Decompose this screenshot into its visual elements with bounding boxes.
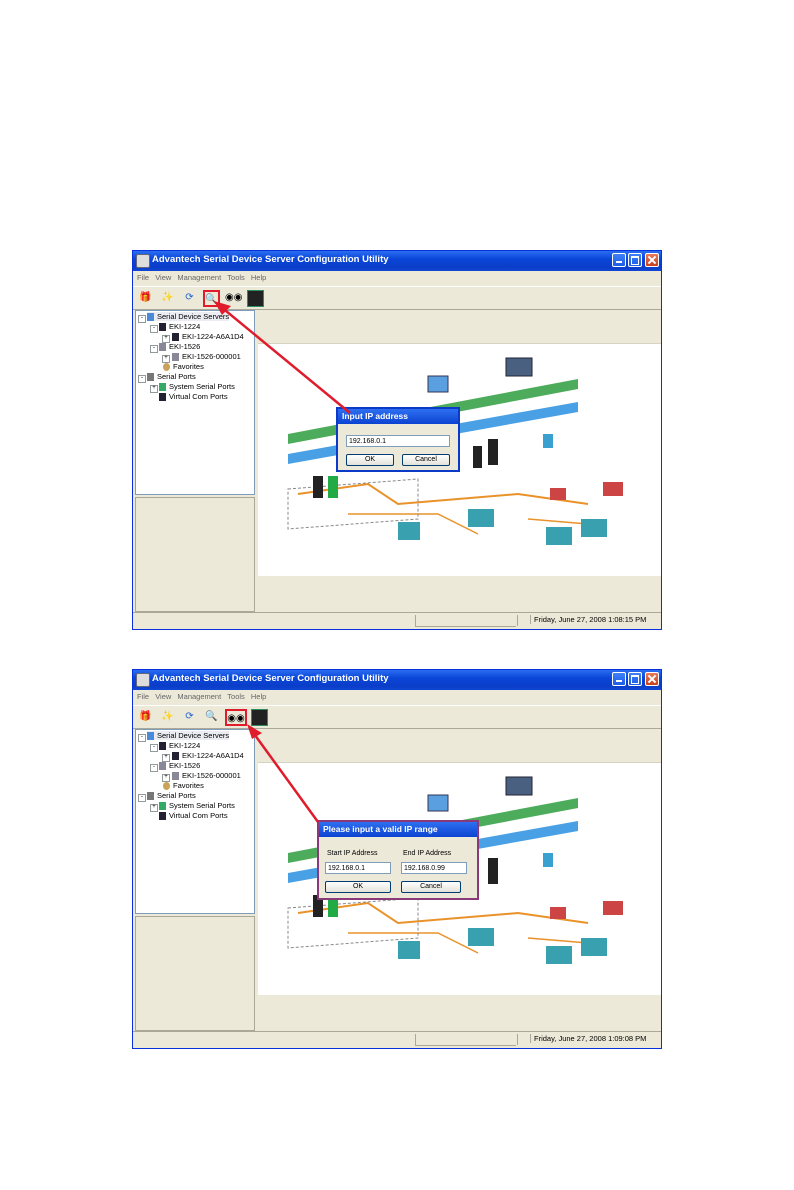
refresh-icon[interactable]: ⟳ — [185, 292, 194, 303]
expand-toggle[interactable]: + — [162, 754, 170, 762]
tree-item-system-serial-ports[interactable]: System Serial Ports — [159, 382, 235, 392]
minimize-button[interactable] — [612, 672, 626, 686]
ok-button[interactable]: OK — [325, 881, 391, 893]
minimize-button[interactable] — [612, 253, 626, 267]
menu-bar: File View Management Tools Help — [133, 690, 661, 704]
status-bar: Friday, June 27, 2008 1:08:15 PM — [133, 612, 661, 629]
menu-management[interactable]: Management — [177, 692, 222, 701]
status-time: Friday, June 27, 2008 1:08:15 PM — [530, 615, 646, 624]
tree-item-favorites[interactable]: Favorites — [163, 362, 204, 372]
info-pane — [135, 916, 255, 1031]
window-title: Advantech Serial Device Server Configura… — [152, 254, 389, 265]
status-panel — [517, 615, 526, 626]
menu-bar: File View Management Tools Help — [133, 271, 661, 285]
collapse-toggle[interactable]: - — [138, 794, 146, 802]
locate-icon[interactable]: ✨ — [161, 292, 174, 303]
end-ip-input[interactable]: 192.168.0.99 — [401, 862, 467, 874]
tree-item-favorites[interactable]: Favorites — [163, 781, 204, 791]
collapse-toggle[interactable]: - — [150, 744, 158, 752]
close-button[interactable] — [645, 253, 659, 267]
window-title: Advantech Serial Device Server Configura… — [152, 673, 389, 684]
status-panel — [415, 1034, 516, 1046]
tree-item-eki-1526[interactable]: EKI-1526 — [159, 761, 200, 771]
tree-item-serial-device-servers[interactable]: Serial Device Servers — [147, 731, 230, 741]
menu-file[interactable]: File — [137, 273, 150, 282]
device-icon[interactable] — [247, 290, 264, 307]
tree-item-serial-ports[interactable]: Serial Ports — [147, 791, 196, 801]
app-icon — [136, 254, 150, 268]
menu-help[interactable]: Help — [250, 692, 267, 701]
tree-item-eki-1526[interactable]: EKI-1526 — [159, 342, 200, 352]
cancel-button[interactable]: Cancel — [401, 881, 461, 893]
tree-item-serial-ports[interactable]: Serial Ports — [147, 372, 196, 382]
search-range-icon[interactable]: ◉◉ — [225, 709, 247, 726]
tree-item-virtual-com-ports[interactable]: Virtual Com Ports — [159, 392, 228, 402]
tree-item-eki-1224-device[interactable]: EKI-1224-A6A1D4 — [172, 751, 244, 761]
expand-toggle[interactable]: + — [162, 335, 170, 343]
menu-tools[interactable]: Tools — [227, 692, 245, 701]
title-bar[interactable]: Advantech Serial Device Server Configura… — [133, 670, 661, 690]
status-panel — [415, 615, 516, 627]
expand-toggle[interactable]: + — [162, 774, 170, 782]
start-ip-label: Start IP Address — [327, 850, 378, 857]
tree-item-eki-1526-device[interactable]: EKI-1526-000001 — [172, 352, 241, 362]
collapse-toggle[interactable]: - — [150, 345, 158, 353]
detail-header — [258, 729, 661, 763]
menu-view[interactable]: View — [155, 273, 172, 282]
dialog-title[interactable]: Please input a valid IP range — [319, 822, 477, 837]
expand-toggle[interactable]: + — [162, 355, 170, 363]
ip-address-input[interactable]: 192.168.0.1 — [346, 435, 450, 447]
search-icon[interactable]: 🔍 — [203, 290, 220, 307]
toolbar: 🎁 ✨ ⟳ 🔍 ◉◉ — [133, 705, 661, 729]
info-pane — [135, 497, 255, 612]
app-icon — [136, 673, 150, 687]
tree-item-eki-1224-device[interactable]: EKI-1224-A6A1D4 — [172, 332, 244, 342]
cancel-button[interactable]: Cancel — [402, 454, 450, 466]
expand-toggle[interactable]: + — [150, 385, 158, 393]
dialog-title[interactable]: Input IP address — [338, 409, 458, 424]
add-device-icon[interactable]: 🎁 — [139, 711, 152, 722]
ok-button[interactable]: OK — [346, 454, 394, 466]
device-tree: - Serial Device Servers - EKI-1224 + EKI… — [135, 310, 255, 495]
add-device-icon[interactable]: 🎁 — [139, 292, 152, 303]
ip-range-dialog: Please input a valid IP range Start IP A… — [317, 820, 479, 900]
maximize-button[interactable] — [628, 253, 642, 267]
status-bar: Friday, June 27, 2008 1:09:08 PM — [133, 1031, 661, 1048]
search-icon[interactable]: 🔍 — [205, 711, 218, 722]
toolbar: 🎁 ✨ ⟳ 🔍 ◉◉ — [133, 286, 661, 310]
collapse-toggle[interactable]: - — [150, 764, 158, 772]
menu-file[interactable]: File — [137, 692, 150, 701]
start-ip-input[interactable]: 192.168.0.1 — [325, 862, 391, 874]
collapse-toggle[interactable]: - — [138, 315, 146, 323]
end-ip-label: End IP Address — [403, 850, 452, 857]
tree-item-eki-1224[interactable]: EKI-1224 — [159, 322, 200, 332]
expand-toggle[interactable]: + — [150, 804, 158, 812]
collapse-toggle[interactable]: - — [150, 325, 158, 333]
utility-window-2: Advantech Serial Device Server Configura… — [132, 669, 662, 1049]
maximize-button[interactable] — [628, 672, 642, 686]
status-time: Friday, June 27, 2008 1:09:08 PM — [530, 1034, 646, 1043]
menu-help[interactable]: Help — [250, 273, 267, 282]
input-ip-dialog: Input IP address 192.168.0.1 OK Cancel — [336, 407, 460, 472]
detail-header — [258, 310, 661, 344]
device-tree: - Serial Device Servers - EKI-1224 + EKI… — [135, 729, 255, 914]
collapse-toggle[interactable]: - — [138, 734, 146, 742]
utility-window-1: Advantech Serial Device Server Configura… — [132, 250, 662, 630]
device-icon[interactable] — [251, 709, 268, 726]
menu-tools[interactable]: Tools — [227, 273, 245, 282]
close-button[interactable] — [645, 672, 659, 686]
menu-view[interactable]: View — [155, 692, 172, 701]
tree-item-eki-1224[interactable]: EKI-1224 — [159, 741, 200, 751]
tree-item-eki-1526-device[interactable]: EKI-1526-000001 — [172, 771, 241, 781]
refresh-icon[interactable]: ⟳ — [185, 711, 194, 722]
search-range-icon[interactable]: ◉◉ — [225, 292, 243, 303]
status-panel — [517, 1034, 526, 1045]
locate-icon[interactable]: ✨ — [161, 711, 174, 722]
menu-management[interactable]: Management — [177, 273, 222, 282]
collapse-toggle[interactable]: - — [138, 375, 146, 383]
tree-item-serial-device-servers[interactable]: Serial Device Servers — [147, 312, 230, 322]
tree-item-system-serial-ports[interactable]: System Serial Ports — [159, 801, 235, 811]
title-bar[interactable]: Advantech Serial Device Server Configura… — [133, 251, 661, 271]
tree-item-virtual-com-ports[interactable]: Virtual Com Ports — [159, 811, 228, 821]
